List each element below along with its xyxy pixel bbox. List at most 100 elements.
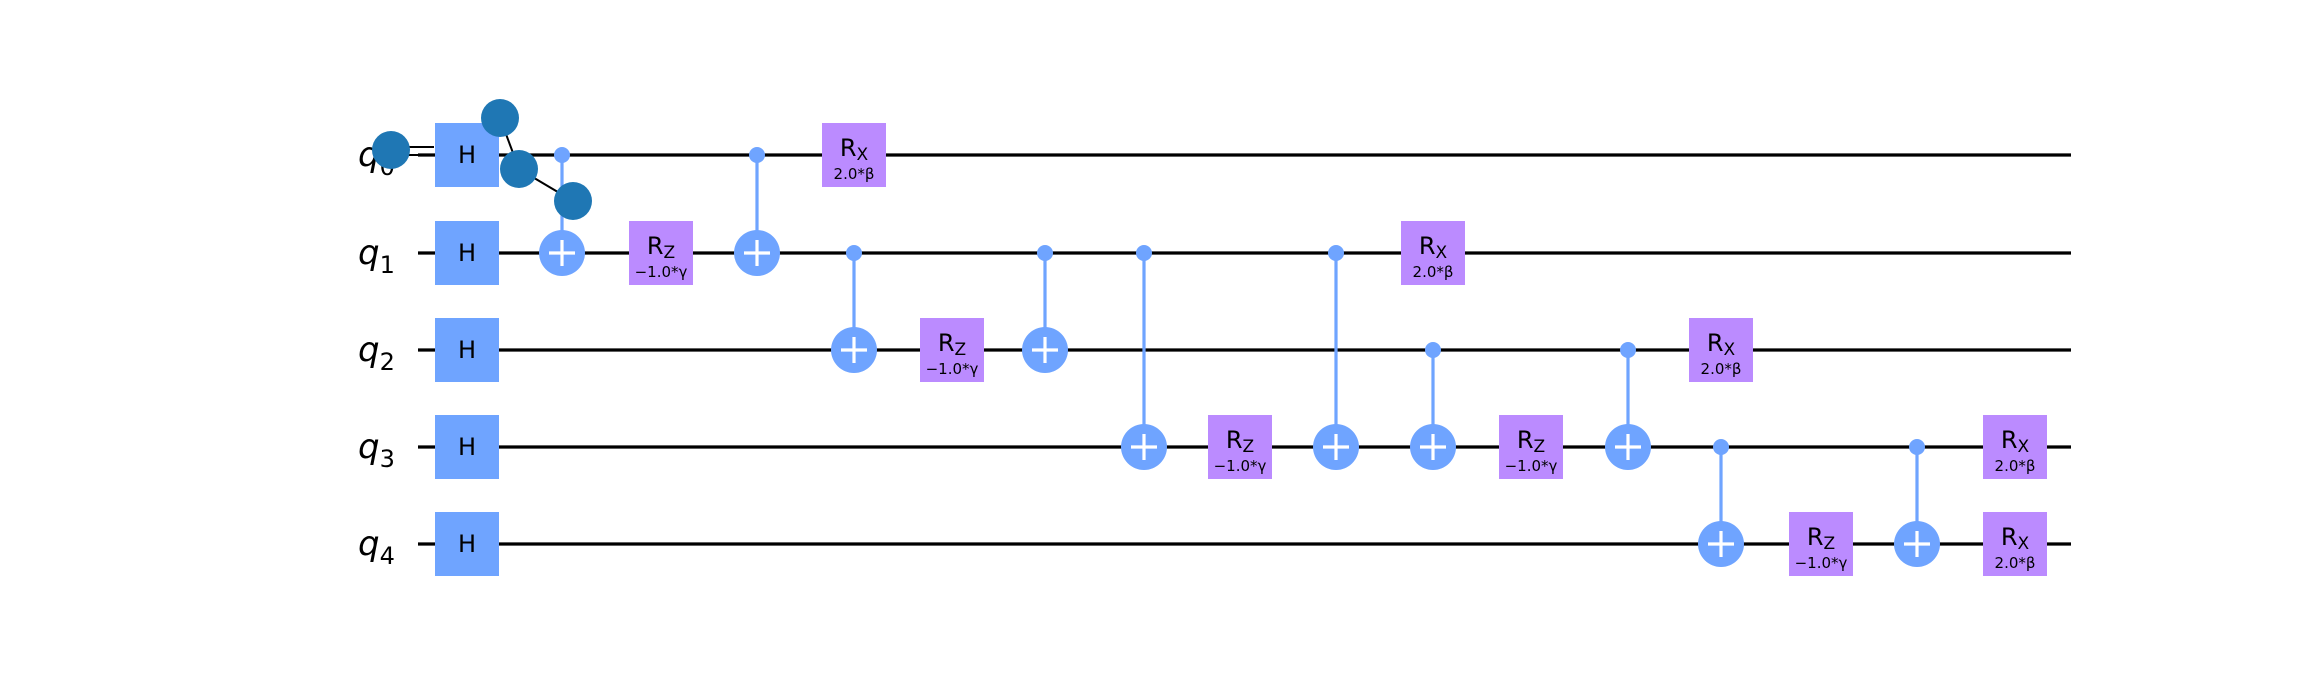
rx-gate-box xyxy=(822,123,886,187)
rx-gate-label-base: R xyxy=(1419,232,1436,260)
h-gate-label: H xyxy=(458,141,476,169)
cnot-control-dot xyxy=(1620,342,1636,358)
rx-gate-label-sub: X xyxy=(2018,534,2030,554)
rx-gate-8: RX2.0*β xyxy=(822,123,886,187)
qubit-label-index: 4 xyxy=(380,542,395,570)
overlay-markers xyxy=(372,99,592,220)
rx-gate-label-base: R xyxy=(2001,523,2018,551)
rz-gate-box xyxy=(1208,415,1272,479)
rz-gate-label-sub: Z xyxy=(1534,437,1546,457)
cnot-gate-7 xyxy=(734,147,780,276)
rx-gate-label: RX xyxy=(2001,426,2030,457)
rx-gate-label-base: R xyxy=(1707,329,1724,357)
rz-gate-box xyxy=(1499,415,1563,479)
rz-gate-label: RZ xyxy=(938,329,966,360)
h-gate-label: H xyxy=(458,336,476,364)
rx-gate-label: RX xyxy=(1419,232,1448,263)
rx-gate-box xyxy=(1401,221,1465,285)
rz-gate-label-base: R xyxy=(1517,426,1534,454)
rx-gate-label-sub: X xyxy=(2018,437,2030,457)
rx-gate-box xyxy=(1983,512,2047,576)
cnot-control-dot xyxy=(1909,439,1925,455)
rx-gate-label: RX xyxy=(840,134,869,165)
rz-gate-label-base: R xyxy=(938,329,955,357)
rx-gate-label-sub: X xyxy=(1436,243,1448,263)
rx-gate-param: 2.0*β xyxy=(1995,554,2036,572)
rz-gate-box xyxy=(920,318,984,382)
qubit-label-1: q1 xyxy=(358,233,395,279)
rz-gate-21: RZ−1.0*γ xyxy=(1789,512,1853,576)
cnot-gate-20 xyxy=(1698,439,1744,567)
cnot-control-dot xyxy=(1136,245,1152,261)
rz-gate-param: −1.0*γ xyxy=(1214,457,1267,475)
h-gate-box xyxy=(435,415,499,479)
qubit-label-index: 2 xyxy=(380,348,395,376)
rz-gate-param: −1.0*γ xyxy=(635,263,688,281)
qubit-label-2: q2 xyxy=(358,330,395,376)
h-gate-box xyxy=(435,221,499,285)
rz-gate-param: −1.0*γ xyxy=(926,360,979,378)
rx-gate-24: RX2.0*β xyxy=(1983,512,2047,576)
cnot-gate-12 xyxy=(1121,245,1167,470)
rz-gate-label-base: R xyxy=(1807,523,1824,551)
h-gate-4: H xyxy=(435,512,499,576)
rz-gate-label: RZ xyxy=(1517,426,1545,457)
h-gate-label: H xyxy=(458,530,476,558)
cnot-gate-22 xyxy=(1894,439,1940,567)
rx-gate-label-sub: X xyxy=(857,145,869,165)
rx-gate-label: RX xyxy=(2001,523,2030,554)
rx-gate-23: RX2.0*β xyxy=(1983,415,2047,479)
rz-gate-6: RZ−1.0*γ xyxy=(629,221,693,285)
h-gate-label: H xyxy=(458,239,476,267)
h-gate-0: H xyxy=(435,123,499,187)
rx-gate-param: 2.0*β xyxy=(834,165,875,183)
cnot-control-dot xyxy=(846,245,862,261)
qubit-label-3: q3 xyxy=(358,427,395,473)
cnot-control-dot xyxy=(749,147,765,163)
cnot-gate-11 xyxy=(1022,245,1068,373)
rx-gate-label-sub: X xyxy=(1724,340,1736,360)
qubit-label-index: 3 xyxy=(380,445,395,473)
rz-gate-param: −1.0*γ xyxy=(1505,457,1558,475)
rz-gate-label-sub: Z xyxy=(1243,437,1255,457)
rz-gate-17: RZ−1.0*γ xyxy=(1499,415,1563,479)
cnot-gate-9 xyxy=(831,245,877,373)
rx-gate-param: 2.0*β xyxy=(1995,457,2036,475)
rz-gate-label-sub: Z xyxy=(955,340,967,360)
rx-gate-15: RX2.0*β xyxy=(1401,221,1465,285)
rz-gate-label-base: R xyxy=(647,232,664,260)
rz-gate-label: RZ xyxy=(1226,426,1254,457)
qubit-label-name: q xyxy=(358,330,380,370)
rx-gate-param: 2.0*β xyxy=(1413,263,1454,281)
marker-dot-1 xyxy=(372,131,410,169)
rx-gate-label-base: R xyxy=(2001,426,2018,454)
rz-gate-label-sub: Z xyxy=(1824,534,1836,554)
cnot-control-dot xyxy=(554,147,570,163)
h-gate-label: H xyxy=(458,433,476,461)
cnot-gate-16 xyxy=(1410,342,1456,470)
qubit-label-name: q xyxy=(358,524,380,564)
cnot-gate-5 xyxy=(539,147,585,276)
rz-gate-box xyxy=(629,221,693,285)
h-gate-3: H xyxy=(435,415,499,479)
rz-gate-label: RZ xyxy=(1807,523,1835,554)
rz-gate-13: RZ−1.0*γ xyxy=(1208,415,1272,479)
rz-gate-box xyxy=(1789,512,1853,576)
rx-gate-box xyxy=(1689,318,1753,382)
cnot-control-dot xyxy=(1713,439,1729,455)
h-gate-box xyxy=(435,512,499,576)
h-gate-2: H xyxy=(435,318,499,382)
qubit-label-index: 1 xyxy=(380,251,395,279)
rx-gate-label-base: R xyxy=(840,134,857,162)
marker-dot-3 xyxy=(500,150,538,188)
h-gate-1: H xyxy=(435,221,499,285)
h-gate-box xyxy=(435,123,499,187)
cnot-gate-18 xyxy=(1605,342,1651,470)
rx-gate-param: 2.0*β xyxy=(1701,360,1742,378)
cnot-control-dot xyxy=(1328,245,1344,261)
h-gate-box xyxy=(435,318,499,382)
rz-gate-label: RZ xyxy=(647,232,675,263)
marker-dot-2 xyxy=(481,99,519,137)
cnot-control-dot xyxy=(1037,245,1053,261)
